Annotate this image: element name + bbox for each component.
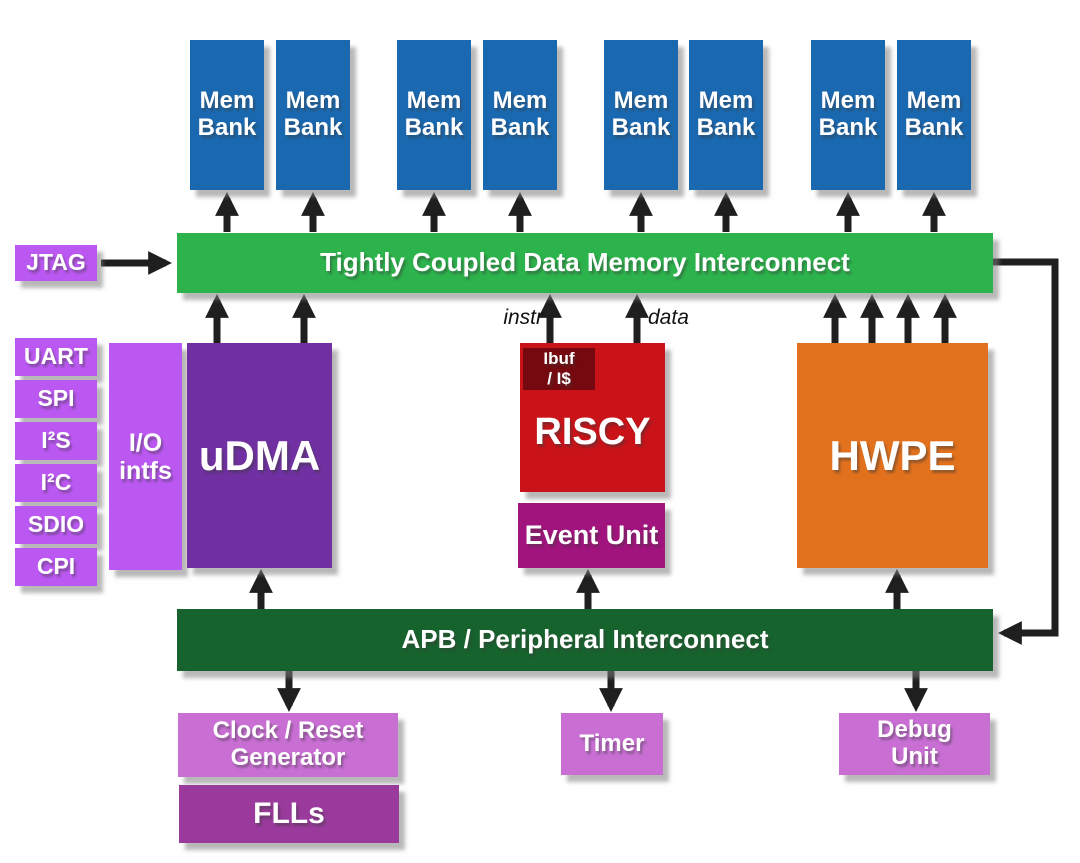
mem-bank-5: Mem Bank (604, 40, 678, 190)
clock-reset-generator-block: Clock / Reset Generator (178, 713, 398, 777)
apb-interconnect-bar: APB / Peripheral Interconnect (177, 609, 993, 671)
uart-label: UART (24, 343, 88, 370)
cpi-block: CPI (15, 548, 97, 586)
mem-bank-label: Mem Bank (283, 87, 343, 141)
udma-label: uDMA (198, 431, 321, 479)
mem-bank-7: Mem Bank (811, 40, 885, 190)
arrow-tcdm-to-apb-routing (990, 258, 1059, 645)
ibuf-icache-label: Ibuf/ I$ (543, 348, 575, 388)
hwpe-label: HWPE (829, 431, 956, 479)
jtag-block: JTAG (15, 245, 97, 281)
i2s-label: I²S (41, 427, 71, 454)
sdio-block: SDIO (15, 506, 97, 544)
flls-block: FLLs (179, 785, 399, 843)
mem-bank-label: Mem Bank (611, 87, 671, 141)
udma-block: uDMA (187, 343, 332, 568)
mem-bank-label: Mem Bank (490, 87, 550, 141)
i2c-block: I²C (15, 464, 97, 502)
timer-label: Timer (579, 729, 645, 757)
event-unit-label: Event Unit (524, 520, 659, 551)
mem-bank-4: Mem Bank (483, 40, 557, 190)
mem-bank-label: Mem Bank (197, 87, 257, 141)
sdio-label: SDIO (27, 511, 85, 538)
hwpe-block: HWPE (797, 343, 988, 568)
mem-bank-label: Mem Bank (904, 87, 964, 141)
io-intfs-block: I/O intfs (109, 343, 182, 570)
cpi-label: CPI (36, 553, 76, 580)
mem-bank-label: Mem Bank (696, 87, 756, 141)
apb-interconnect-label: APB / Peripheral Interconnect (401, 624, 769, 655)
io-intfs-label: I/O intfs (119, 428, 172, 485)
mem-bank-label: Mem Bank (404, 87, 464, 141)
spi-block: SPI (15, 380, 97, 418)
tcdm-interconnect-bar: Tightly Coupled Data Memory Interconnect (177, 233, 993, 293)
i2c-label: I²C (40, 469, 72, 496)
mem-bank-8: Mem Bank (897, 40, 971, 190)
debug-unit-label: Debug Unit (877, 716, 952, 770)
clock-reset-generator-label: Clock / Reset Generator (212, 717, 364, 771)
uart-block: UART (15, 338, 97, 376)
mem-bank-3: Mem Bank (397, 40, 471, 190)
mem-bank-2: Mem Bank (276, 40, 350, 190)
tcdm-interconnect-label: Tightly Coupled Data Memory Interconnect (320, 247, 850, 278)
instr-flow-label: instr (503, 306, 543, 329)
flls-label: FLLs (253, 797, 325, 831)
riscy-label: RISCY (534, 411, 651, 454)
mem-bank-1: Mem Bank (190, 40, 264, 190)
mem-bank-label: Mem Bank (818, 87, 878, 141)
spi-label: SPI (37, 385, 75, 412)
mem-bank-6: Mem Bank (689, 40, 763, 190)
event-unit-block: Event Unit (518, 503, 665, 568)
i2s-block: I²S (15, 422, 97, 460)
debug-unit-block: Debug Unit (839, 713, 990, 775)
jtag-label: JTAG (26, 249, 86, 276)
ibuf-icache-block: Ibuf/ I$ (523, 348, 595, 390)
data-flow-label: data (648, 306, 689, 329)
timer-block: Timer (561, 713, 663, 775)
